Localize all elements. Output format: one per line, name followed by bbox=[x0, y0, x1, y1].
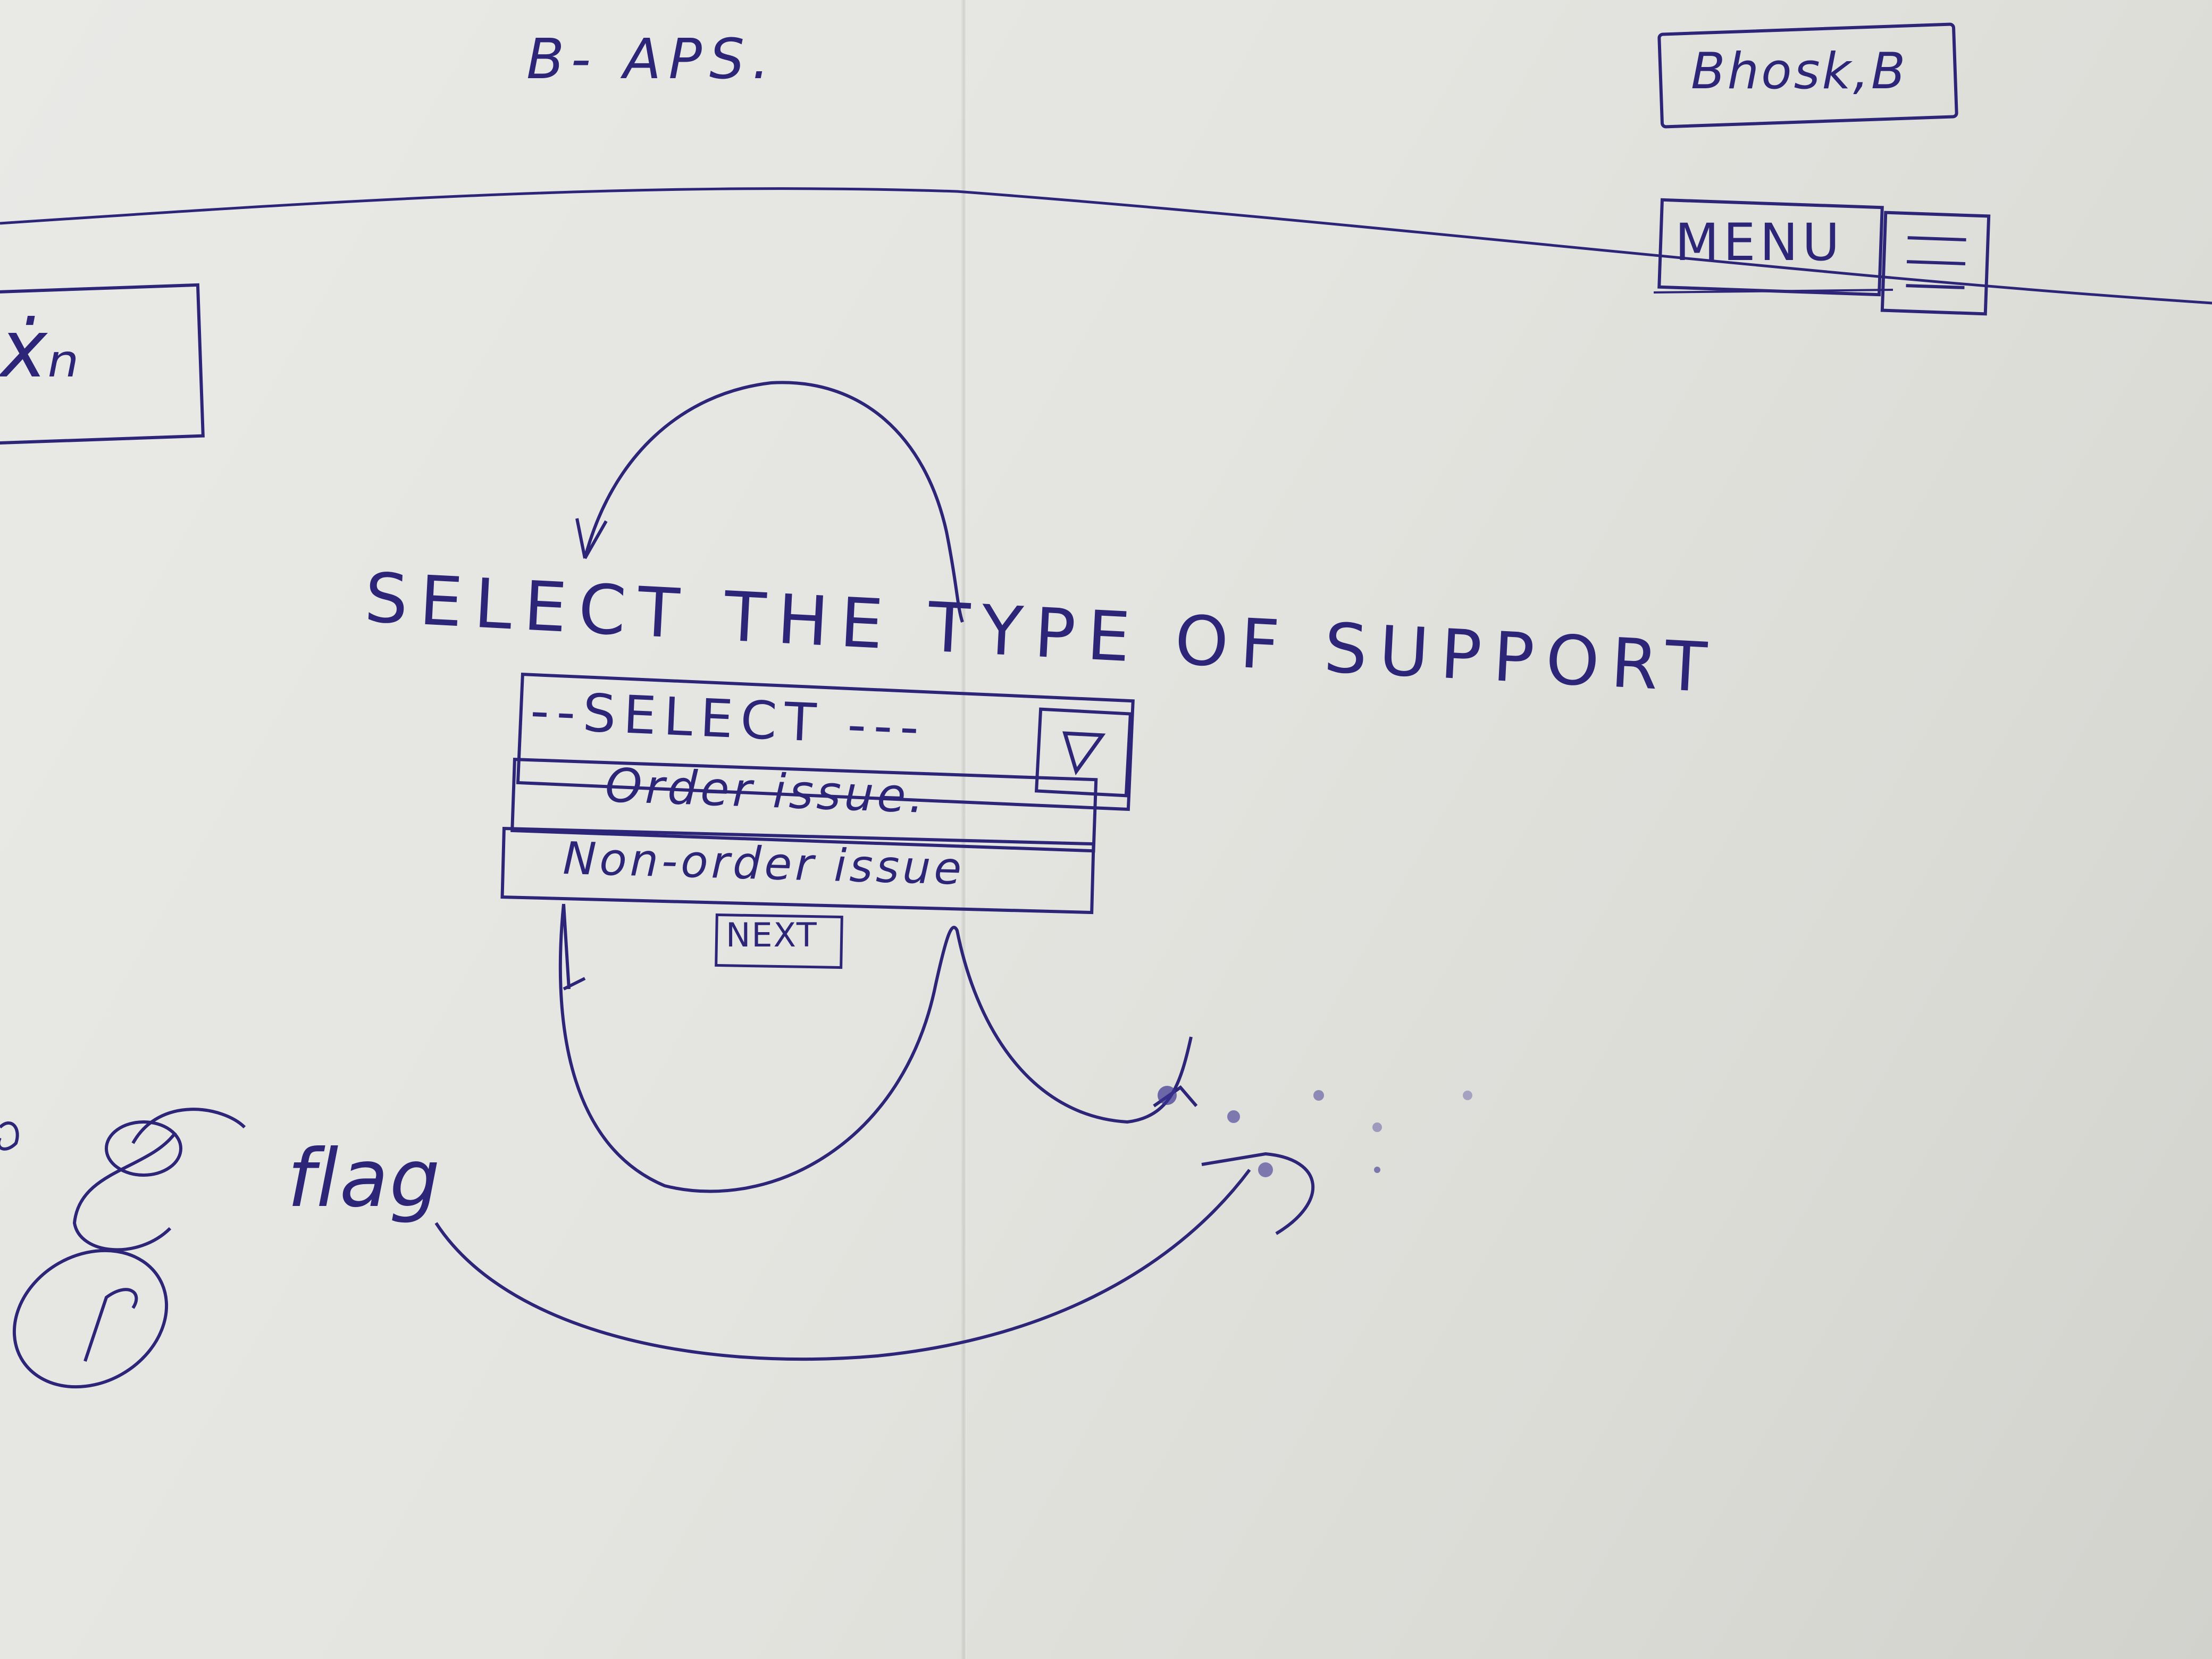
triangle-down-icon[interactable] bbox=[1034, 707, 1133, 798]
logo-mark: ẋₙ bbox=[0, 303, 79, 396]
flag-annotation: flag bbox=[287, 1133, 441, 1225]
app-title: B- APS. bbox=[526, 27, 777, 91]
loop-arrowhead-bottom bbox=[562, 903, 586, 991]
hamburger-icon[interactable] bbox=[1880, 211, 1991, 316]
hamburger-line bbox=[1906, 284, 1965, 289]
ink-blot bbox=[1258, 1162, 1273, 1177]
loop-arrow-top bbox=[583, 381, 964, 623]
menu-underline bbox=[1653, 289, 1893, 294]
doodle-circle-c bbox=[72, 1132, 177, 1252]
dropdown-option-label[interactable]: Non-order issue bbox=[562, 832, 966, 895]
ink-blot bbox=[1158, 1086, 1177, 1105]
triangle-down-glyph bbox=[1062, 731, 1106, 776]
dropdown-option-label[interactable]: Order issue. bbox=[604, 758, 928, 824]
next-button-label[interactable]: NEXT bbox=[726, 916, 818, 954]
doodle-left-edge bbox=[0, 1121, 19, 1151]
ink-blot bbox=[1313, 1090, 1324, 1101]
hamburger-line bbox=[1907, 236, 1966, 241]
loop-arrow-bottom-left bbox=[558, 903, 1193, 1193]
ink-blot bbox=[1227, 1110, 1240, 1123]
doodle-circle-o bbox=[105, 1120, 182, 1177]
doodle-p bbox=[83, 1288, 138, 1362]
flag-arrowhead bbox=[1201, 1152, 1315, 1235]
ink-blot bbox=[1374, 1167, 1380, 1173]
paper-fold bbox=[961, 0, 967, 1659]
hamburger-line bbox=[1906, 260, 1966, 265]
doodle-circle-p bbox=[12, 1249, 169, 1389]
flag-arrow bbox=[434, 1169, 1251, 1361]
header-divider bbox=[0, 187, 2212, 305]
ink-blot bbox=[1463, 1091, 1472, 1100]
doodle-arc bbox=[131, 1108, 246, 1144]
loop-arrowhead-top bbox=[575, 518, 608, 559]
menu-label[interactable]: MENU bbox=[1675, 213, 1844, 272]
ink-blot bbox=[1372, 1122, 1382, 1132]
user-name[interactable]: Bhosk,B bbox=[1691, 43, 1908, 100]
